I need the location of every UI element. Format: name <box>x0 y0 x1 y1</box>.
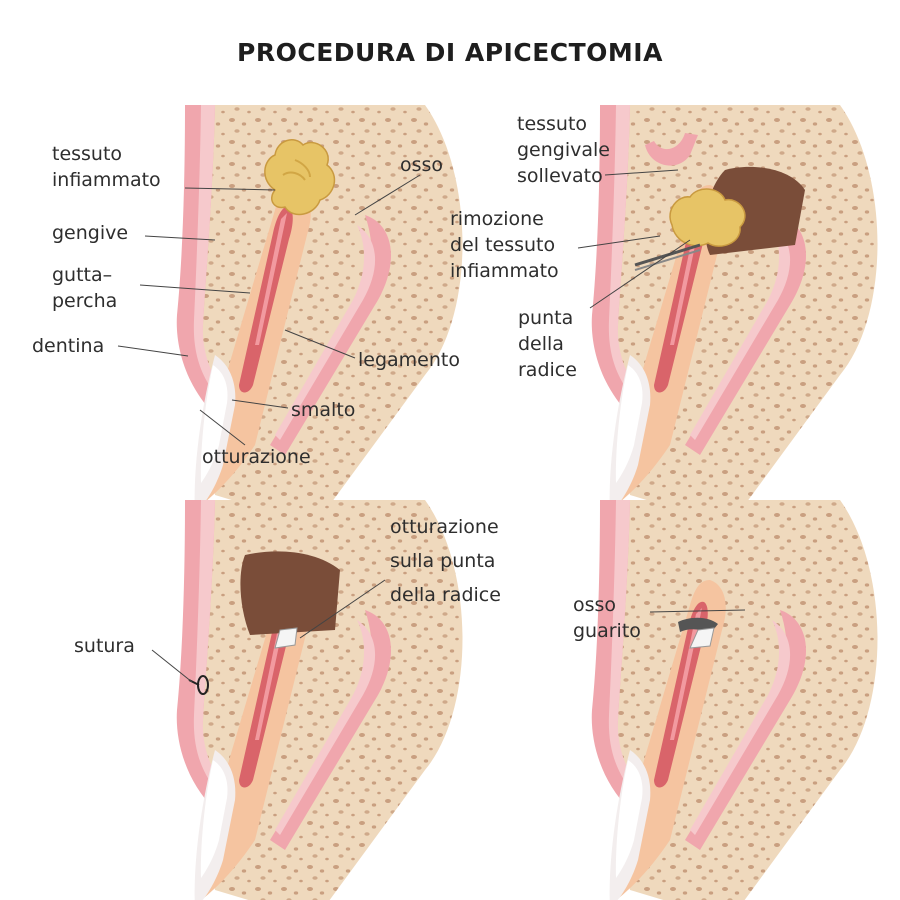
label-line: rimozione <box>450 208 544 230</box>
inflamed-tissue-shape <box>264 139 336 216</box>
label-line: sulla punta <box>390 550 496 572</box>
label-line: infiammato <box>52 169 161 191</box>
label-healed-bone: osso guarito <box>573 592 641 644</box>
label-line: radice <box>518 359 577 381</box>
panel-removal <box>591 105 878 525</box>
label-root-tip: punta della radice <box>518 305 577 383</box>
leader-lines <box>117 169 746 683</box>
panel-inflamed <box>176 105 463 525</box>
label-inflamed-tissue: tessuto infiammato <box>52 141 161 193</box>
label-line: guarito <box>573 620 641 642</box>
label-ligament: legamento <box>358 349 460 371</box>
label-line: tessuto <box>517 113 588 135</box>
label-gutta-percha: gutta– percha <box>52 262 117 314</box>
page-title: PROCEDURA DI APICECTOMIA <box>237 38 663 67</box>
label-line: sollevato <box>517 165 603 187</box>
removed-tissue-shape <box>669 188 746 247</box>
label-line: percha <box>52 290 118 312</box>
label-line: della radice <box>390 584 501 606</box>
panel-suture <box>176 500 463 900</box>
label-tissue-removal: rimozione del tessuto infiammato <box>450 206 559 284</box>
label-enamel: smalto <box>291 399 356 421</box>
label-root-tip-filling: otturazione sulla punta della radice <box>390 514 501 608</box>
lifted-gum-shape <box>645 133 698 166</box>
label-bone: osso <box>400 154 444 176</box>
label-line: osso <box>573 594 617 616</box>
label-line: otturazione <box>390 516 499 538</box>
suture-cavity-shape <box>240 551 340 635</box>
panel-healed <box>591 500 878 900</box>
label-filling: otturazione <box>202 446 311 468</box>
label-line: del tessuto <box>450 234 556 256</box>
label-gums: gengive <box>52 222 129 244</box>
label-line: tessuto <box>52 143 123 165</box>
label-line: gengivale <box>517 139 610 161</box>
label-line: punta <box>518 307 574 329</box>
root-tip-filling-shape <box>274 627 298 649</box>
label-dentin: dentina <box>32 335 105 357</box>
label-line: della <box>518 333 564 355</box>
label-line: gutta– <box>52 264 113 286</box>
label-line: infiammato <box>450 260 559 282</box>
label-lifted-gum-tissue: tessuto gengivale sollevato <box>517 111 610 189</box>
label-suture: sutura <box>74 635 135 657</box>
